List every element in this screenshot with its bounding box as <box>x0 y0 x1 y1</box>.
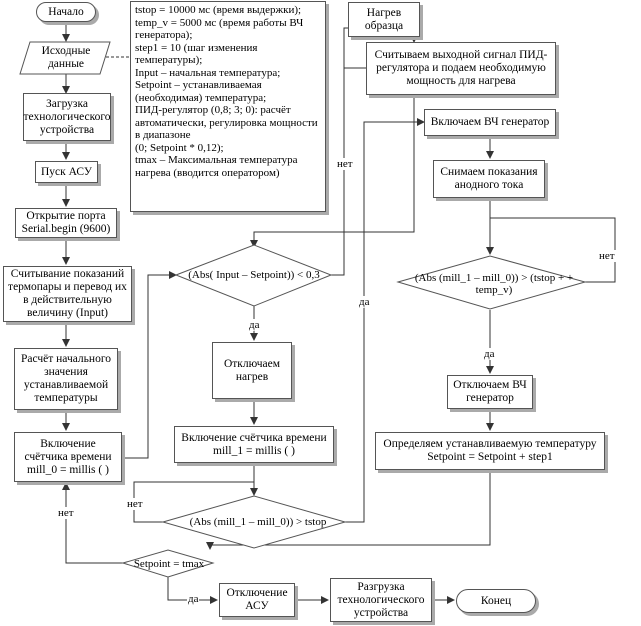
end-label: Конец <box>480 594 512 607</box>
load-device-label: Загрузка технологического устройства <box>23 97 111 136</box>
asu-off-label: Отключение АСУ <box>226 587 288 612</box>
cond-mill1-text: (Abs (mill_1 – mill_0)) > tstop <box>189 516 327 528</box>
parameters-note: tstop = 10000 мс (время выдержки); temp_… <box>130 1 326 212</box>
timer-mill1-label: Включение счётчика времени mill_1 = mill… <box>181 431 327 457</box>
no-label-cond-temp-v: нет <box>598 250 616 262</box>
unload-device-label: Разгрузка технологического устройства <box>337 580 425 619</box>
read-thermo-box: Считывание показаний термопары и перевод… <box>3 266 132 322</box>
timer-mill0-box: Включение счётчика времени mill_0 = mill… <box>14 432 122 482</box>
timer-mill0-label: Включение счётчика времени mill_0 = mill… <box>24 437 112 476</box>
start-asu-label: Пуск АСУ <box>40 165 92 178</box>
heating-label: Нагрев образца <box>364 6 404 32</box>
load-device-box: Загрузка технологического устройства <box>23 93 111 141</box>
no-label-cond-tmax: нет <box>57 507 75 519</box>
calc-setpoint-label: Расчёт начального значения устанавливаем… <box>20 353 112 404</box>
start-label: Начало <box>48 5 84 18</box>
hf-off-label: Отключаем ВЧ генератор <box>453 379 527 404</box>
end-terminal: Конец <box>456 589 536 613</box>
read-thermo-label: Считывание показаний термопары и перевод… <box>8 268 127 319</box>
no-label-cond-mill1: нет <box>126 498 144 510</box>
yes-label-cond-input: да <box>248 319 261 331</box>
start-terminal: Начало <box>36 2 96 22</box>
new-setpoint-box: Определяем устанавливаемую температуру S… <box>375 432 605 470</box>
no-label-cond-input: нет <box>336 158 354 170</box>
new-setpoint-label: Определяем устанавливаемую температуру S… <box>383 438 597 463</box>
read-anode-label: Снимаем показания анодного тока <box>440 166 538 191</box>
cond-tmax-text: Setpoint = tmax <box>133 557 205 570</box>
timer-mill1-box: Включение счётчика времени mill_1 = mill… <box>174 426 334 463</box>
start-asu-box: Пуск АСУ <box>35 161 98 183</box>
yes-label-cond-tmax: да <box>187 593 200 605</box>
open-port-label: Открытие порта Serial.begin (9600) <box>21 210 111 235</box>
hf-on-box: Включаем ВЧ генератор <box>424 109 556 136</box>
read-anode-box: Снимаем показания анодного тока <box>433 160 545 198</box>
input-data-shape <box>19 41 111 75</box>
open-port-box: Открытие порта Serial.begin (9600) <box>15 208 117 238</box>
cond-tmax-diamond <box>121 549 215 578</box>
heating-box: Нагрев образца <box>348 2 420 37</box>
pid-output-label: Считываем выходной сигнал ПИД-регулятора… <box>374 49 548 87</box>
asu-off-box: Отключение АСУ <box>219 583 295 617</box>
cond-temp-v-text: (Abs (mill_1 – mill_0)) > (tstop + + tem… <box>414 272 574 296</box>
yes-label-cond-mill1: да <box>358 296 371 308</box>
unload-device-box: Разгрузка технологического устройства <box>330 578 432 622</box>
pid-output-box: Считываем выходной сигнал ПИД-регулятора… <box>366 42 556 95</box>
input-data-text: Исходные данные <box>41 45 91 70</box>
heat-off-box: Отключаем нагрев <box>212 342 292 399</box>
yes-label-cond-temp-v: да <box>483 348 496 360</box>
cond-input-diamond <box>174 244 333 307</box>
calc-setpoint-box: Расчёт начального значения устанавливаем… <box>14 348 118 410</box>
hf-on-label: Включаем ВЧ генератор <box>430 116 550 128</box>
cond-temp-v-diamond <box>396 255 587 310</box>
heat-off-label: Отключаем нагрев <box>223 357 281 383</box>
hf-off-box: Отключаем ВЧ генератор <box>447 375 533 409</box>
cond-input-text: (Abs( Input – Setpoint)) < 0,3 <box>188 269 320 281</box>
cond-mill1-diamond <box>161 495 347 549</box>
